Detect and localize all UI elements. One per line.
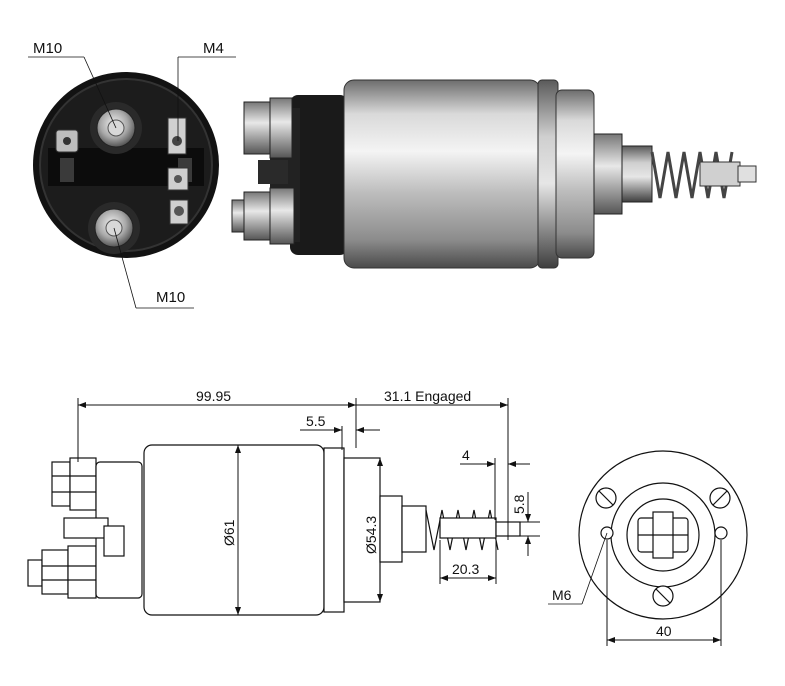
dim-tip-height: 5.8 xyxy=(500,492,540,556)
drawing-side-view xyxy=(27,444,521,616)
dim-tip-height-value: 5.8 xyxy=(511,494,527,514)
label-m10-bottom: M10 xyxy=(156,289,185,306)
photo-label-m10-top: M10 xyxy=(28,40,117,129)
dim-flange-diameter: Ø54.3 xyxy=(363,458,383,602)
dim-spring-length-value: 20.3 xyxy=(452,561,479,577)
dim-mount-spacing: 40 xyxy=(606,540,722,646)
dim-engaged-travel: 31.1 Engaged xyxy=(356,388,509,540)
photo-label-m4: M4 xyxy=(177,40,236,141)
dim-mount-thread-value: M6 xyxy=(552,587,572,603)
dim-body-diameter-value: Ø61 xyxy=(221,519,237,546)
photo-end-view xyxy=(33,72,219,258)
drawing-end-view xyxy=(578,450,748,620)
dim-tip-width-value: 4 xyxy=(462,447,470,463)
dim-overall-length: 99.95 xyxy=(77,388,357,462)
label-m4: M4 xyxy=(203,40,224,57)
photo-side-view xyxy=(231,79,757,269)
photo-label-m10-bottom: M10 xyxy=(113,227,194,309)
dim-mount-spacing-value: 40 xyxy=(656,623,672,639)
dim-engaged-travel-value: 31.1 Engaged xyxy=(384,388,471,404)
dim-tip-width: 4 xyxy=(460,447,530,520)
dim-flange-diameter-value: Ø54.3 xyxy=(363,516,379,554)
dim-overall-length-value: 99.95 xyxy=(196,388,231,404)
dim-flange-thickness: 5.5 xyxy=(300,413,380,450)
dim-flange-thickness-value: 5.5 xyxy=(306,413,326,429)
label-m10-top: M10 xyxy=(33,40,62,57)
dim-body-diameter: Ø61 xyxy=(221,445,241,615)
dim-spring-length: 20.3 xyxy=(439,540,497,584)
dim-mount-thread: M6 xyxy=(548,532,608,605)
